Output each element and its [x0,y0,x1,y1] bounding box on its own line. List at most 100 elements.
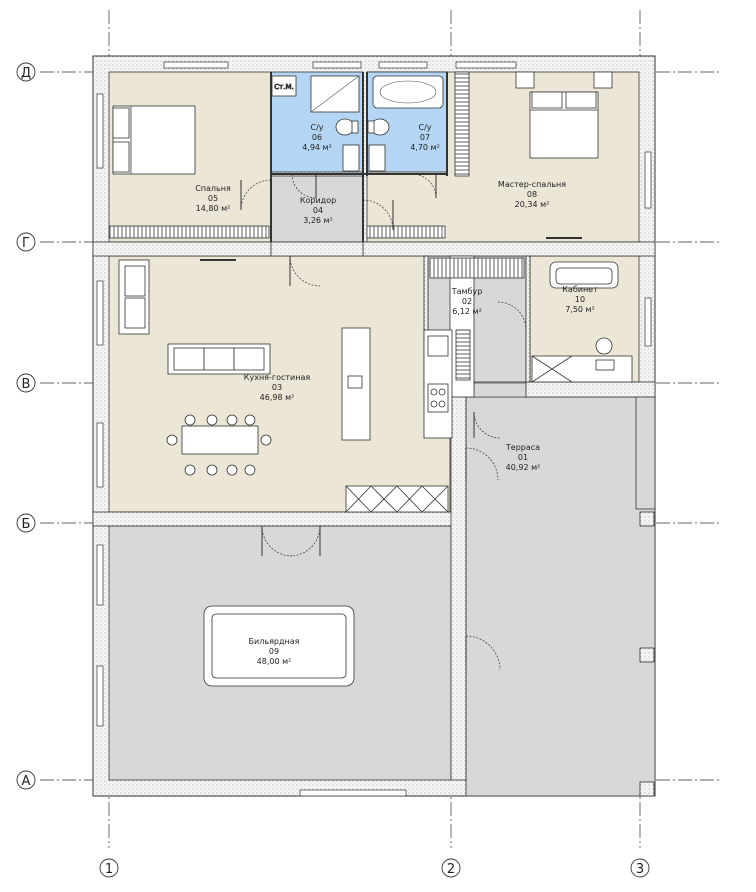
room-labels: Спальня 05 14,80 м² С/у 06 4,94 м² С/у 0… [195,123,598,666]
wall-g-left [92,241,272,257]
window-left-4 [96,544,104,606]
axis-marker-1: 1 [99,858,119,878]
axis-marker-a: А [16,770,36,790]
svg-text:06: 06 [312,133,322,142]
svg-text:03: 03 [272,383,282,392]
svg-text:Коридор: Коридор [300,196,336,205]
window-left-1 [96,93,104,169]
terrace-column-3 [639,781,655,797]
room-label-bedroom: Спальня 05 14,80 м² [195,184,231,213]
svg-text:С/у: С/у [310,123,323,132]
kitchen-counter [423,329,453,439]
room-label-billiard: Бильярдная 09 48,00 м² [249,637,300,666]
toilet-06 [335,118,355,136]
terrace-columns [635,396,656,797]
terrace-stub [473,382,527,398]
svg-text:4,70 м²: 4,70 м² [410,143,440,152]
svg-text:7,50 м²: 7,50 м² [565,305,595,314]
svg-text:48,00 м²: 48,00 м² [257,657,292,666]
svg-text:Кухня-гостиная: Кухня-гостиная [244,373,311,382]
svg-text:08: 08 [527,190,537,199]
svg-text:20,34 м²: 20,34 м² [515,200,550,209]
svg-text:09: 09 [269,647,279,656]
study-desk [531,337,633,383]
svg-text:1: 1 [105,862,113,877]
wall-g-right [362,241,656,257]
svg-text:Тамбур: Тамбур [451,287,483,296]
svg-text:3,26 м²: 3,26 м² [303,216,333,225]
room-label-bath-06: С/у 06 4,94 м² [302,123,332,152]
svg-text:46,98 м²: 46,98 м² [260,393,295,402]
svg-text:Терраса: Терраса [505,443,540,452]
svg-text:01: 01 [518,453,528,462]
svg-text:А: А [22,774,31,789]
window-left-2 [96,280,104,346]
svg-text:В: В [22,377,31,392]
svg-text:05: 05 [208,194,218,203]
window-top-3 [378,61,428,69]
terrace-floor [465,396,656,797]
svg-text:2: 2 [447,862,455,877]
terrace-column-1 [639,511,655,527]
bed-bedroom [112,105,196,175]
sink-07 [368,144,386,172]
room-label-kitchen-living: Кухня-гостиная 03 46,98 м² [244,373,311,402]
kitchen-island [341,327,371,441]
billiard-table [203,605,355,687]
window-left-5 [96,665,104,727]
wall-b [92,511,467,527]
room-label-master-bedroom: Мастер-спальня 08 20,34 м² [498,180,566,209]
bathroom-fixtures: Ст.М. [271,75,444,172]
door-bath-07 [411,173,437,199]
terrace-column-top [635,396,656,510]
window-left-3 [96,422,104,488]
study-furniture [531,261,633,383]
terrace-column-2 [639,647,655,663]
wardrobes [108,71,525,381]
wardrobe-vestibule-top [429,257,525,279]
room-label-vestibule: Тамбур 02 6,12 м² [451,287,483,316]
svg-text:Г: Г [22,236,30,251]
wardrobe-master-side [454,71,470,177]
kitchen-living-floor [108,255,451,513]
bathroom-partitions [270,72,448,242]
svg-text:Спальня: Спальня [195,184,231,193]
room-label-study: Кабинет 10 7,50 м² [562,285,598,314]
wall-vestibule-split [525,255,531,383]
wardrobe-vestibule-side [455,329,471,381]
svg-text:Бильярдная: Бильярдная [249,637,300,646]
sink-06 [342,144,360,172]
corridor-floor [270,175,364,243]
window-top-4 [455,61,517,69]
door-leaves [240,174,475,670]
svg-text:02: 02 [462,297,472,306]
door-living-terrace [465,447,499,481]
axis-marker-3: 3 [630,858,650,878]
washer-label: Ст.М. [274,83,293,91]
svg-text:14,80 м²: 14,80 м² [196,204,231,213]
svg-text:Мастер-спальня: Мастер-спальня [498,180,566,189]
interior-walls [92,241,656,781]
axis-marker-b: Б [16,513,36,533]
wall-study-bottom [525,381,656,398]
beds [112,71,613,261]
axis-marker-v: В [16,373,36,393]
svg-text:Д: Д [21,66,31,81]
axis-marker-d: Д [16,62,36,82]
sofa [167,343,271,375]
wardrobe-master-bottom [366,225,446,239]
window-bottom-1 [299,789,407,797]
dining-table [166,414,272,476]
svg-text:07: 07 [420,133,430,142]
washer-box [271,75,297,97]
svg-text:3: 3 [636,862,644,877]
door-bath-06 [291,173,317,199]
window-right-2 [644,297,652,347]
study-sofa [549,261,619,289]
wall-corridor-bottom [270,241,364,257]
door-vestibule-study [497,301,527,331]
svg-text:Кабинет: Кабинет [562,285,598,294]
svg-text:40,92 м²: 40,92 м² [506,463,541,472]
svg-text:Б: Б [22,517,31,532]
